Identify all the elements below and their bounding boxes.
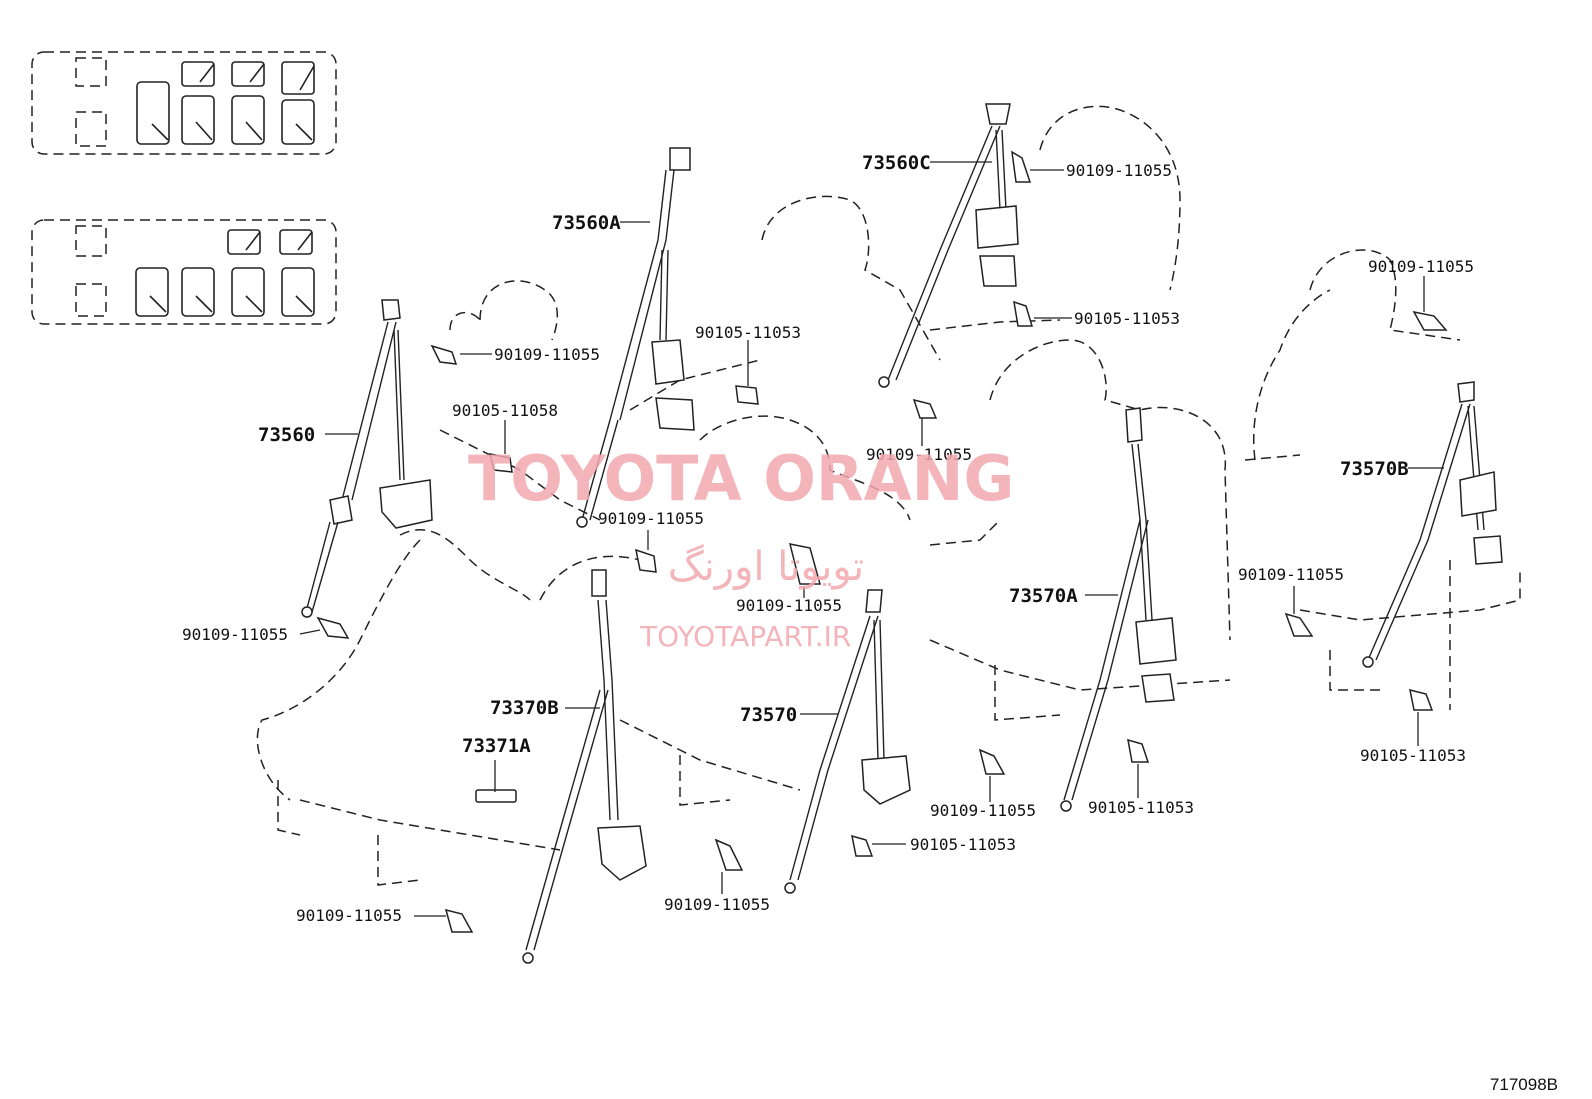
label-fastener: 90105-11053 <box>1074 309 1180 328</box>
belt-73560A <box>576 147 695 528</box>
label-fastener: 90109-11055 <box>1066 161 1172 180</box>
label-73570: 73570 <box>740 704 797 726</box>
label-fastener: 90109-11055 <box>1238 565 1344 584</box>
leader-lines <box>299 161 1444 917</box>
watermark-brand: TOYOTA ORANG <box>468 442 1014 515</box>
belt-73560C <box>878 103 1019 388</box>
label-fastener: 90105-11053 <box>1088 798 1194 817</box>
label-fastener: 90109-11055 <box>736 596 842 615</box>
belt-73570 <box>784 589 911 894</box>
label-73560C: 73560C <box>862 152 931 174</box>
label-fastener: 90105-11053 <box>695 323 801 342</box>
rear-seat-middle-row <box>539 195 941 806</box>
belt-73570B <box>1362 381 1503 668</box>
label-fastener: 90105-11058 <box>452 401 558 420</box>
diagram-code: 717098B <box>1490 1075 1558 1094</box>
seat-layout-inset-top <box>31 51 337 155</box>
watermark-brand-farsi: تویوتا اورنگ <box>668 544 864 590</box>
label-fastener: 90109-11055 <box>1368 257 1474 276</box>
label-fastener: 90109-11055 <box>866 445 972 464</box>
fastener-labels: 90109-11055 90105-11058 90109-11055 9010… <box>182 161 1474 925</box>
label-73570B: 73570B <box>1340 458 1409 480</box>
label-fastener: 90109-11055 <box>296 906 402 925</box>
watermark-site: TOYOTAPART.IR <box>639 620 851 653</box>
label-fastener: 90109-11055 <box>182 625 288 644</box>
label-fastener: 90109-11055 <box>664 895 770 914</box>
label-fastener: 90105-11053 <box>1360 746 1466 765</box>
watermark: TOYOTA ORANG تویوتا اورنگ TOYOTAPART.IR <box>468 442 1014 653</box>
rear-seat-front-row <box>256 280 601 886</box>
belt-73370B <box>522 569 647 964</box>
part-labels: 73560 73560A 73560C 73370B 73371A 73570 … <box>258 152 1409 757</box>
label-fastener: 90109-11055 <box>930 801 1036 820</box>
label-73370B: 73370B <box>490 697 559 719</box>
label-fastener: 90105-11053 <box>910 835 1016 854</box>
fastener-bolts <box>316 150 1448 933</box>
label-fastener: 90109-11055 <box>494 345 600 364</box>
seat-layout-inset-bottom <box>31 219 337 325</box>
label-73560: 73560 <box>258 424 315 446</box>
label-73371A: 73371A <box>462 735 531 757</box>
belt-73371A <box>475 789 517 803</box>
belt-73570A <box>1060 407 1177 812</box>
label-73560A: 73560A <box>552 212 621 234</box>
label-fastener: 90109-11055 <box>598 509 704 528</box>
belt-73560 <box>301 299 433 618</box>
rear-seat-third-row <box>929 105 1231 721</box>
label-73570A: 73570A <box>1009 585 1078 607</box>
rear-seat-right <box>1244 249 1521 710</box>
